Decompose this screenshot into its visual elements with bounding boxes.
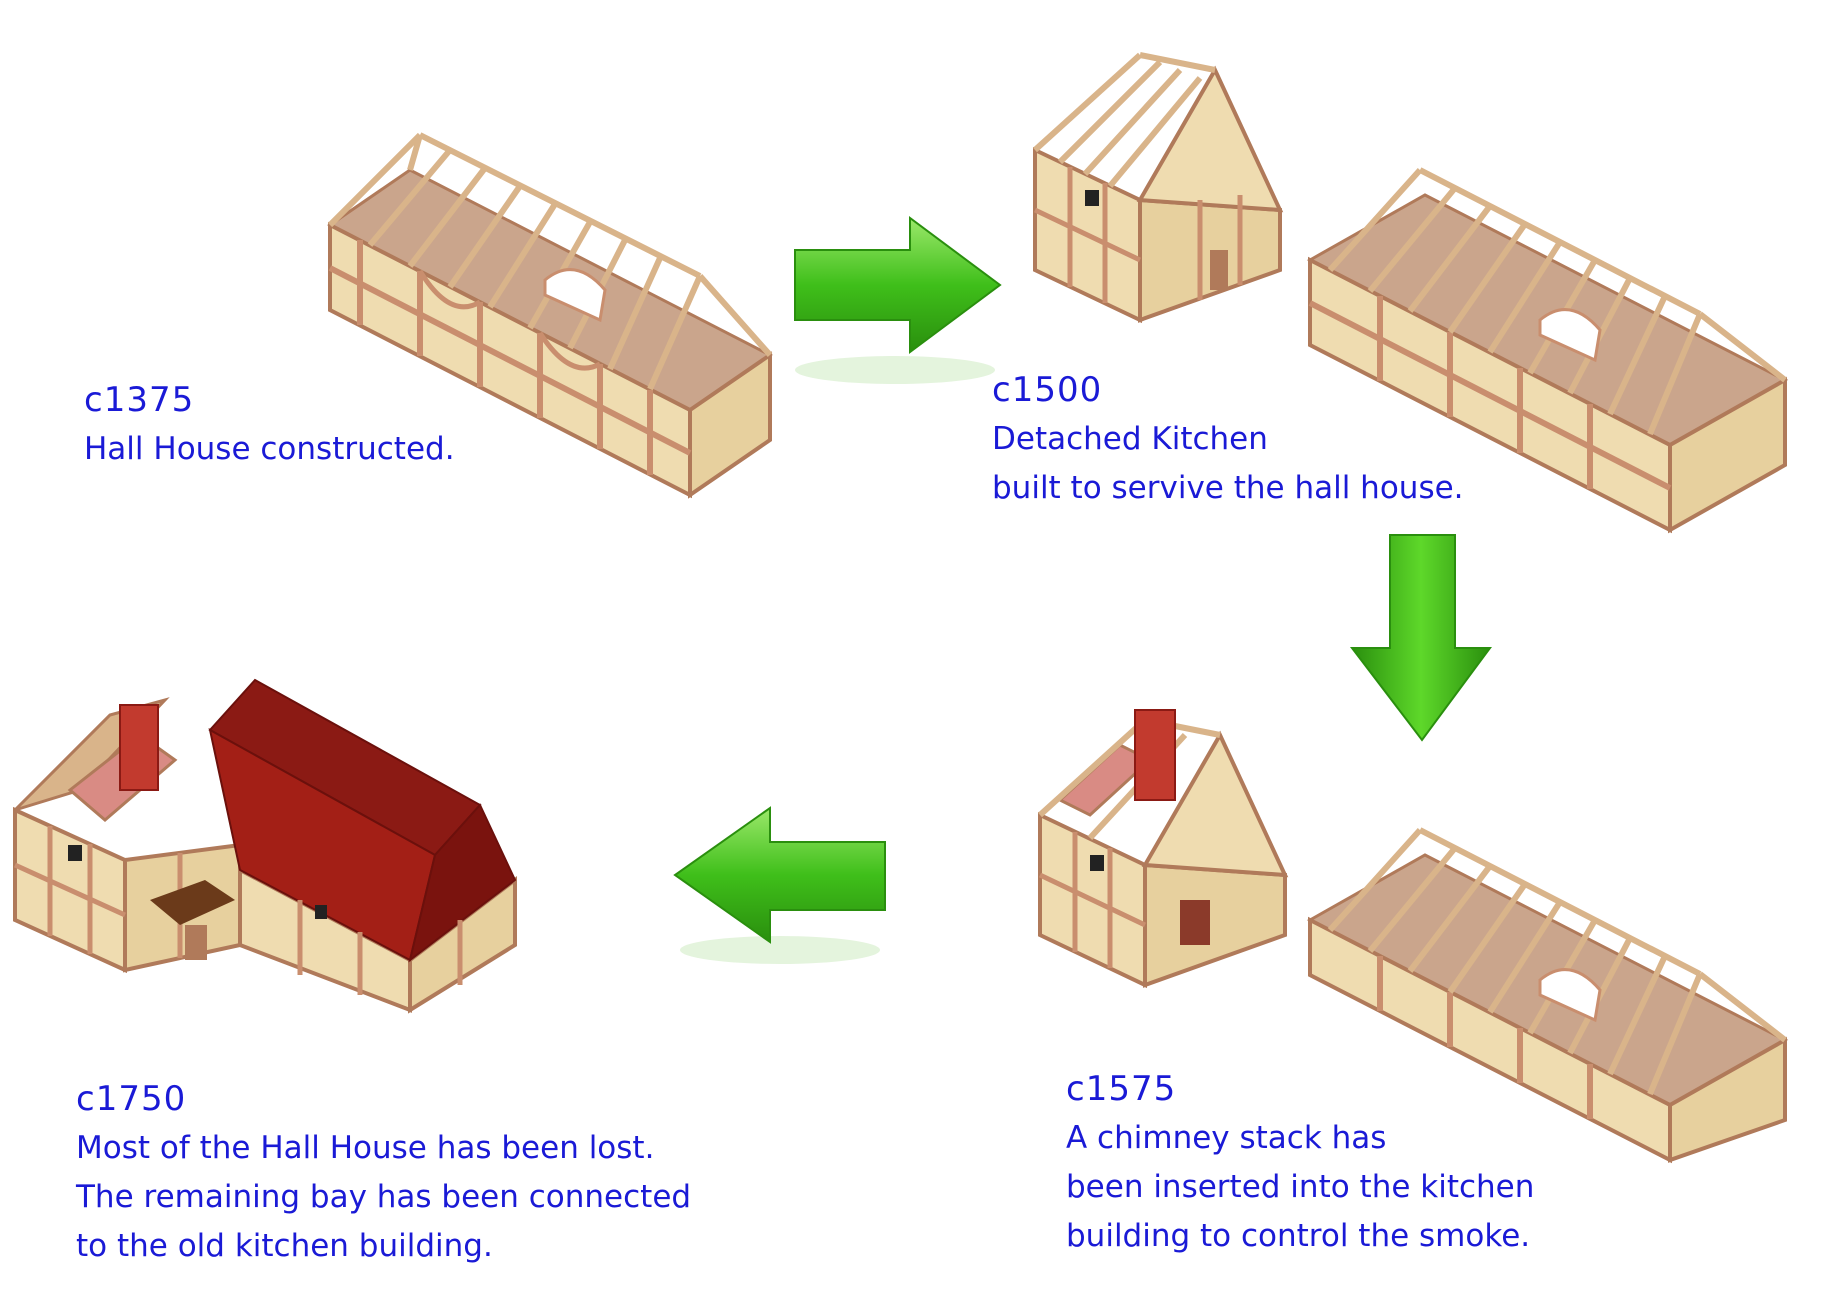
caption-line: Most of the Hall House has been lost. bbox=[76, 1130, 655, 1166]
caption-year: c1575 bbox=[1066, 1069, 1177, 1109]
hall-house-frame-c1500 bbox=[1306, 167, 1789, 534]
detached-kitchen-frame bbox=[1032, 52, 1284, 324]
caption-year: c1500 bbox=[992, 370, 1103, 410]
caption-year: c1375 bbox=[84, 380, 195, 420]
caption-line: The remaining bay has been connected bbox=[76, 1179, 692, 1215]
connected-building-frame bbox=[13, 678, 517, 1014]
caption-line: A chimney stack has bbox=[1066, 1120, 1387, 1156]
caption-line: Hall House constructed. bbox=[84, 431, 455, 467]
window-icon bbox=[1085, 190, 1099, 206]
window-icon bbox=[68, 845, 82, 861]
kitchen-with-chimney-frame bbox=[1037, 709, 1289, 989]
caption-line: to the old kitchen building. bbox=[76, 1228, 493, 1264]
caption-c1500: c1500 Detached Kitchen built to servive … bbox=[992, 366, 1464, 513]
caption-c1575: c1575 A chimney stack has been inserted … bbox=[1066, 1065, 1534, 1261]
chimney-stack bbox=[1134, 709, 1176, 801]
window-icon bbox=[315, 905, 327, 919]
caption-line: Detached Kitchen bbox=[992, 421, 1268, 457]
hall-house-frame bbox=[327, 132, 773, 499]
caption-line: been inserted into the kitchen bbox=[1066, 1169, 1535, 1205]
caption-line: built to servive the hall house. bbox=[992, 470, 1464, 506]
caption-c1750: c1750 Most of the Hall House has been lo… bbox=[76, 1075, 691, 1271]
caption-line: building to control the smoke. bbox=[1066, 1218, 1531, 1254]
chimney-stack bbox=[119, 704, 159, 791]
caption-year: c1750 bbox=[76, 1079, 187, 1119]
window-icon bbox=[1090, 855, 1104, 871]
hall-house-frame-c1575 bbox=[1306, 827, 1789, 1164]
caption-c1375: c1375 Hall House constructed. bbox=[84, 376, 455, 474]
